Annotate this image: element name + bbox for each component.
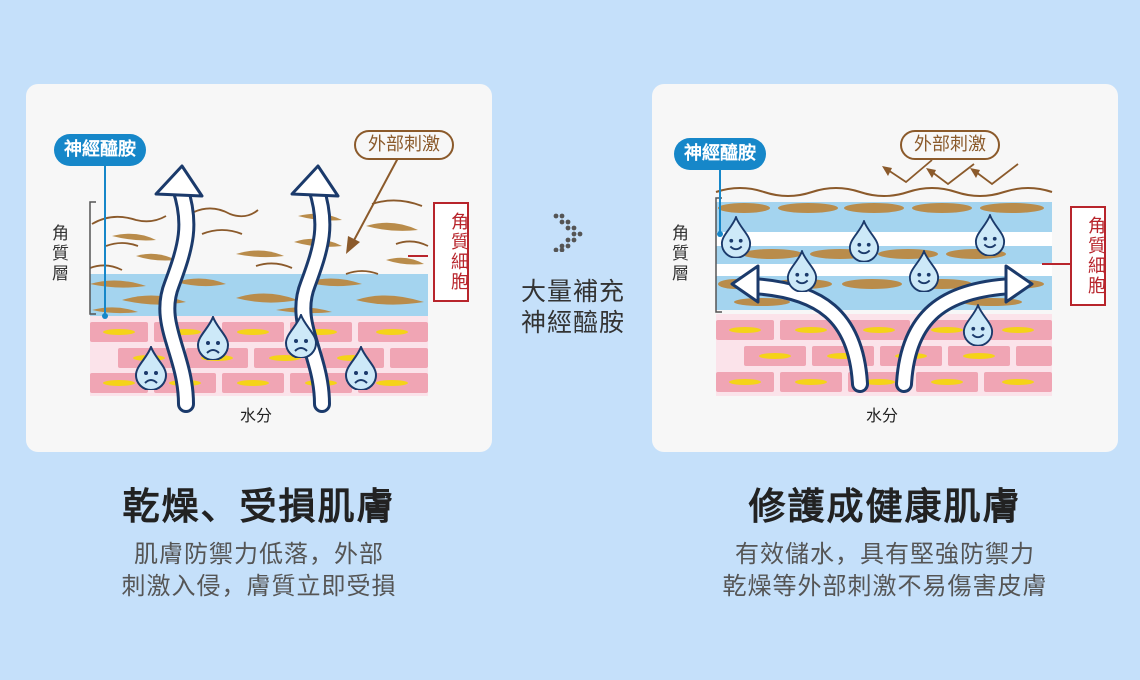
external-stimulus-tag: 外部刺激 xyxy=(354,130,454,160)
supplement-text-line-2: 神經醯胺 xyxy=(520,308,625,337)
ceramide-tag: 神經醯胺 xyxy=(674,138,766,170)
healthy-skin-heading: 修護成健康肌膚 xyxy=(748,485,1022,528)
water-label: 水分 xyxy=(865,406,899,425)
dotted-chevron-right-icon xyxy=(553,213,583,252)
healthy-skin-description-line-1: 有效儲水，具有堅強防禦力 xyxy=(735,540,1035,568)
stratum-bracket xyxy=(89,201,96,315)
barrier-outline xyxy=(715,187,1053,197)
healthy-skin-description-line-2: 乾燥等外部刺激不易傷害皮膚 xyxy=(722,572,1048,600)
damaged-skin-description-line-2: 刺激入侵，膚質立即受損 xyxy=(121,572,397,600)
damaged-skin-heading: 乾燥、受損肌膚 xyxy=(122,485,396,528)
healthy-skin-illustration xyxy=(715,159,1070,396)
damaged-skin-illustration xyxy=(89,157,429,413)
broken-flake-outlines xyxy=(89,199,429,275)
healthy-skin-diagram: 神經醯胺 外部刺激 角質層 角質細胞 水分 xyxy=(652,84,1118,452)
damaged-skin-diagram: 神經醯胺 外部刺激 角質層 角質細胞 水分 xyxy=(26,84,492,452)
disordered-keratin-flakes xyxy=(90,278,424,314)
keratinocyte-tag: 角質細胞 xyxy=(433,202,469,302)
external-stimulus-tag: 外部刺激 xyxy=(900,130,1000,160)
stratum-corneum-label: 角質層 xyxy=(668,224,688,284)
stratum-corneum-label: 角質層 xyxy=(48,224,68,284)
deflected-stimulus-arrows xyxy=(887,159,1019,186)
stimulus-pointer xyxy=(351,157,399,245)
water-label: 水分 xyxy=(239,406,273,425)
broken-flakes xyxy=(112,213,424,265)
keratinocyte-tag: 角質細胞 xyxy=(1070,206,1106,306)
supplement-text-line-1: 大量補充 xyxy=(520,277,625,306)
happy-water-drop-icon xyxy=(962,304,994,346)
ceramide-tag: 神經醯胺 xyxy=(54,134,146,166)
damaged-skin-description-line-1: 肌膚防禦力低落，外部 xyxy=(134,540,384,568)
